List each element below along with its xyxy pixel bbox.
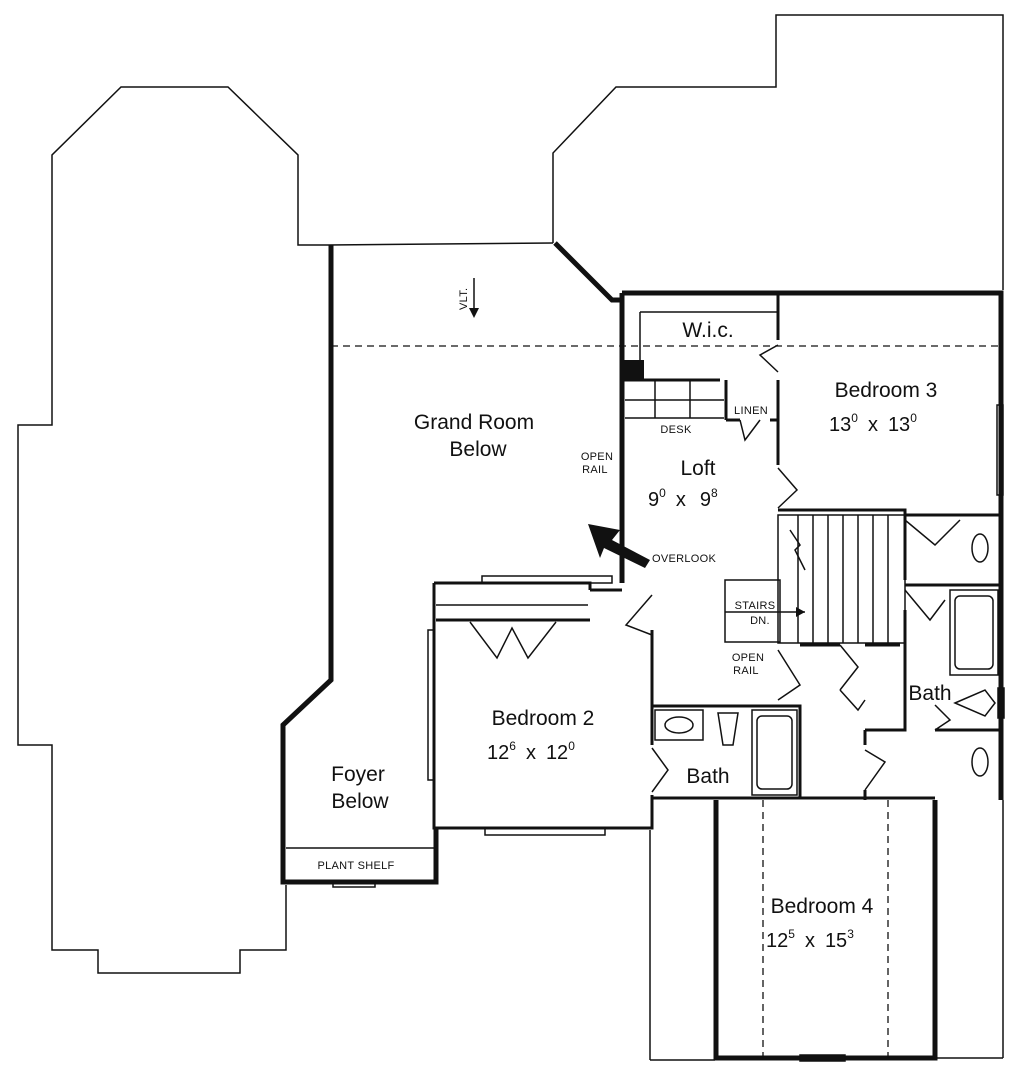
bath-center-label: Bath: [686, 765, 729, 788]
grand-room-label: Grand Room: [414, 411, 534, 434]
wic-label: W.i.c.: [682, 319, 733, 342]
bath-right-label: Bath: [908, 682, 951, 705]
plant-shelf-label: PLANT SHELF: [317, 860, 394, 872]
interior-walls: [432, 293, 1001, 830]
open-rail-2-top: OPEN: [732, 652, 764, 664]
overlook-arrow: [588, 524, 650, 568]
vault-lines: [331, 345, 1001, 1058]
vault-arrow: VLT.: [458, 278, 479, 318]
loft-label: Loft: [680, 457, 715, 480]
roof-outline: [17, 14, 1004, 1061]
bedroom3-label: Bedroom 3: [835, 379, 938, 402]
foyer-below-label: Below: [331, 790, 389, 813]
desk-label: DESK: [660, 424, 692, 436]
stairs: [724, 514, 906, 644]
doors: [469, 344, 961, 793]
fixtures: [654, 533, 1005, 796]
linen-label: LINEN: [734, 405, 768, 417]
stairs-label: STAIRS: [735, 600, 776, 612]
labels: Grand Room Below Foyer Below W.i.c. LINE…: [317, 319, 951, 952]
overlook-label: OVERLOOK: [652, 553, 717, 565]
stairs-dn-label: DN.: [750, 615, 770, 627]
open-rail-1-top: OPEN: [581, 451, 613, 463]
bedroom4-label: Bedroom 4: [771, 895, 874, 918]
exterior-walls: [280, 241, 1004, 1061]
grand-room-below-label: Below: [449, 438, 507, 461]
open-rail-2-bottom: RAIL: [733, 665, 759, 677]
bedroom2-label: Bedroom 2: [492, 707, 595, 730]
open-rail-1-bottom: RAIL: [582, 464, 608, 476]
foyer-label: Foyer: [331, 763, 385, 786]
windows: [286, 404, 1004, 1062]
vlt-label: VLT.: [458, 288, 470, 310]
